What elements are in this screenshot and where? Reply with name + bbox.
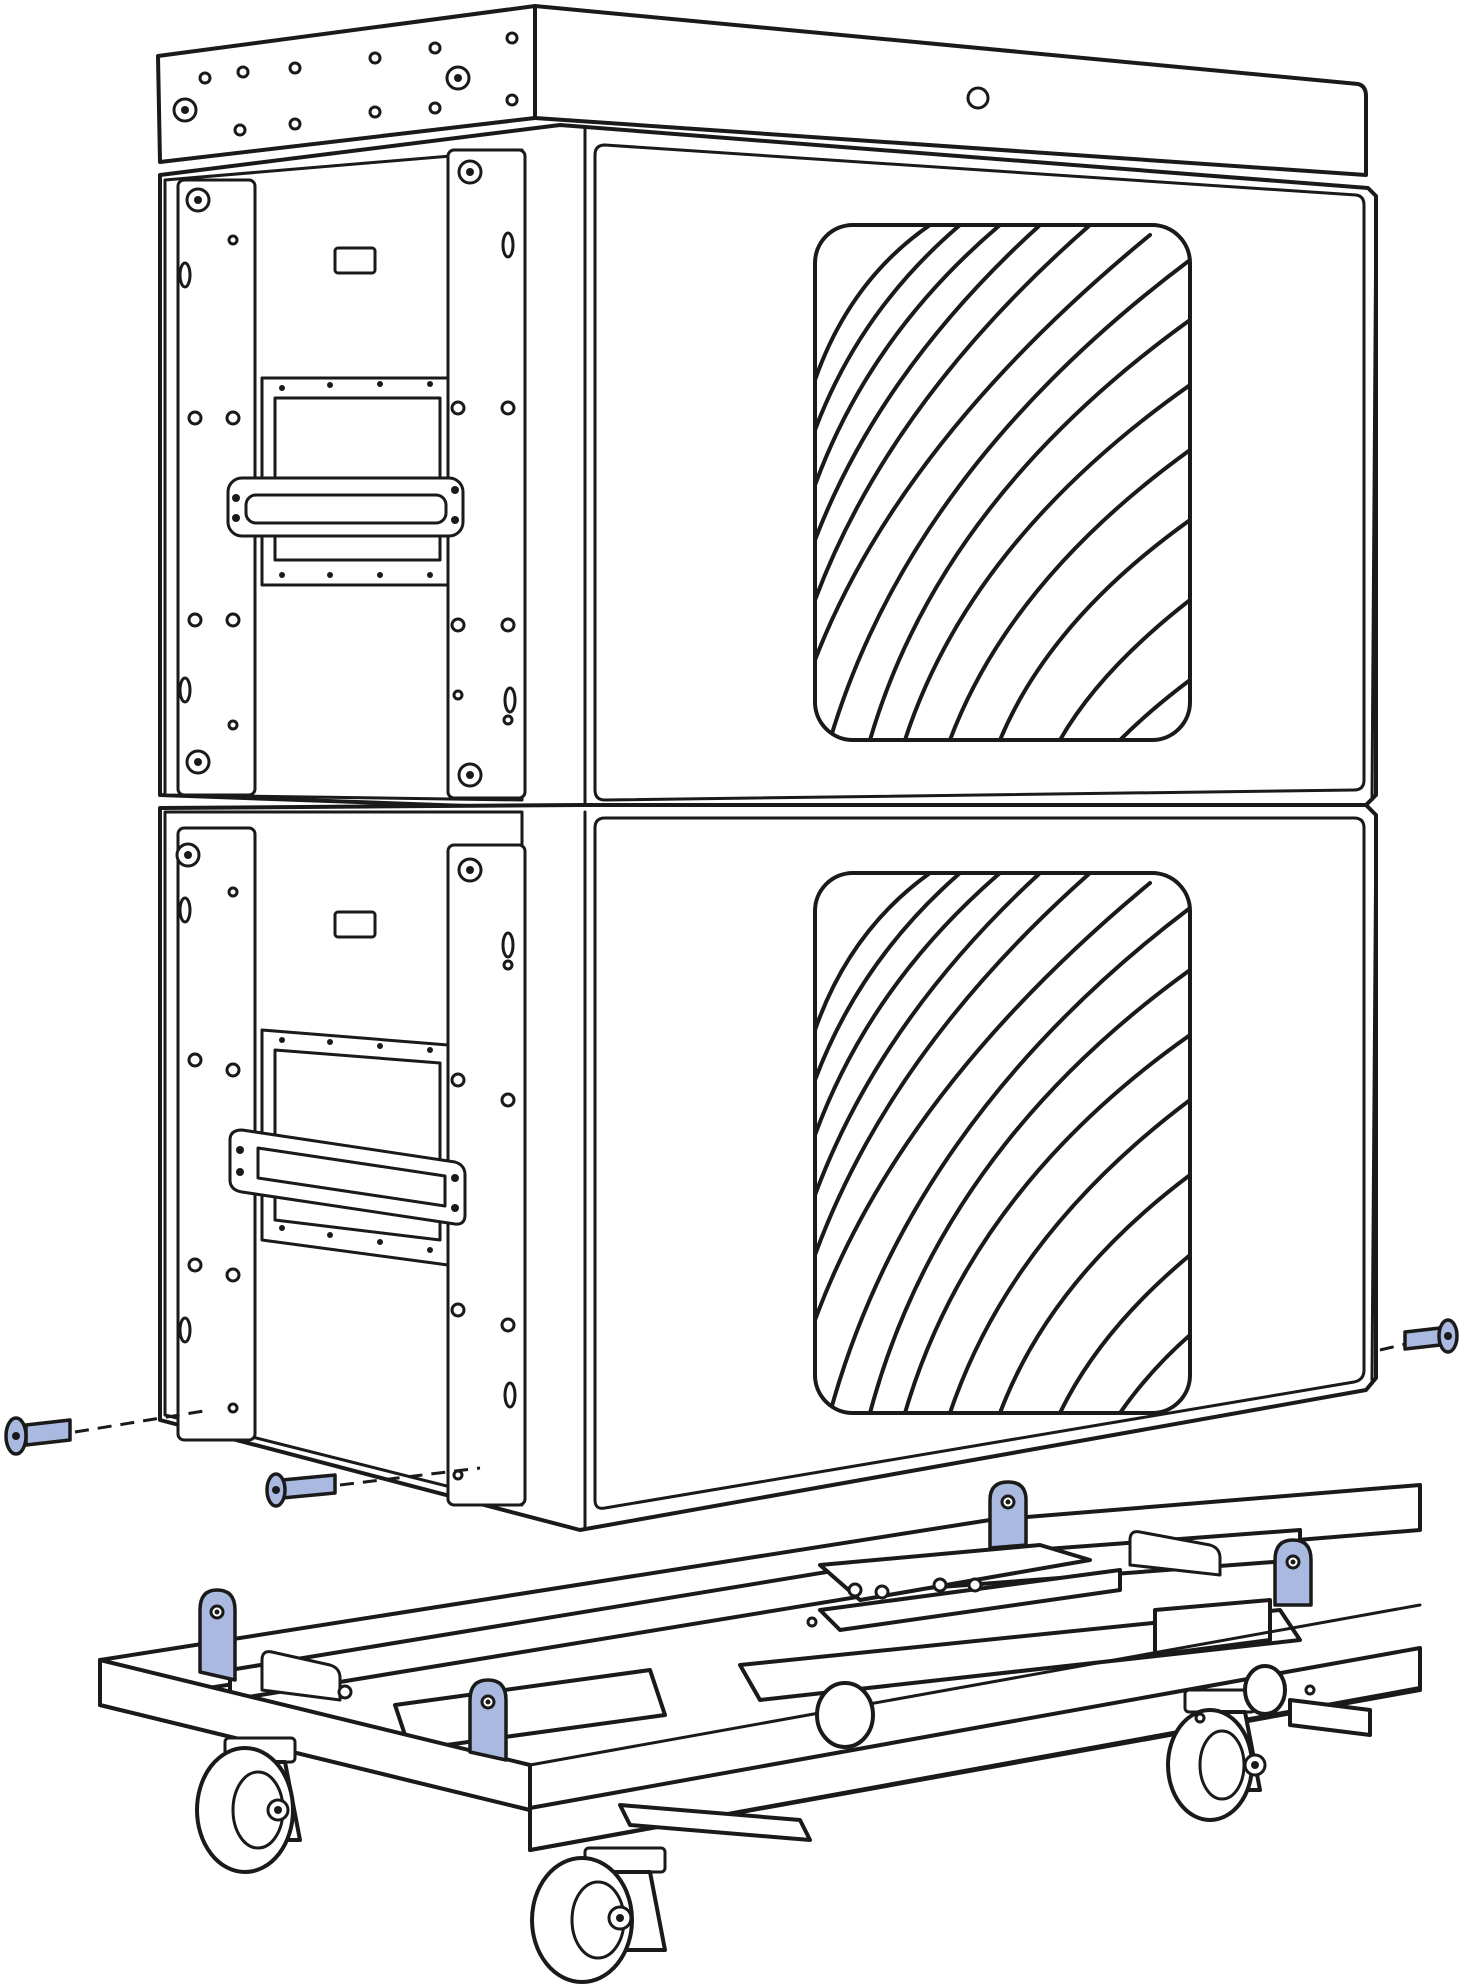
dolly-locking-plates [198,1480,1313,1762]
transport-dolly [98,1480,1422,1984]
caster-mid-back [815,1664,1287,1749]
upper-left-rail [176,148,527,800]
caster-front-left [530,1846,667,1984]
caster-rear-right [1166,1688,1267,1822]
quick-release-pins [4,1318,1459,1508]
pin-right [1403,1318,1459,1354]
lower-grille [813,871,1192,1415]
pin-left [4,1416,72,1456]
upper-cabinet [158,123,1378,812]
pin-center [265,1472,337,1508]
lower-cabinet [158,803,1378,1532]
top-rigging-frame [156,4,1368,177]
upper-grille [813,223,1192,742]
frame-bolt-holes [172,31,519,137]
caster-rear-left [195,1736,302,1874]
lower-left-rail [175,826,527,1507]
